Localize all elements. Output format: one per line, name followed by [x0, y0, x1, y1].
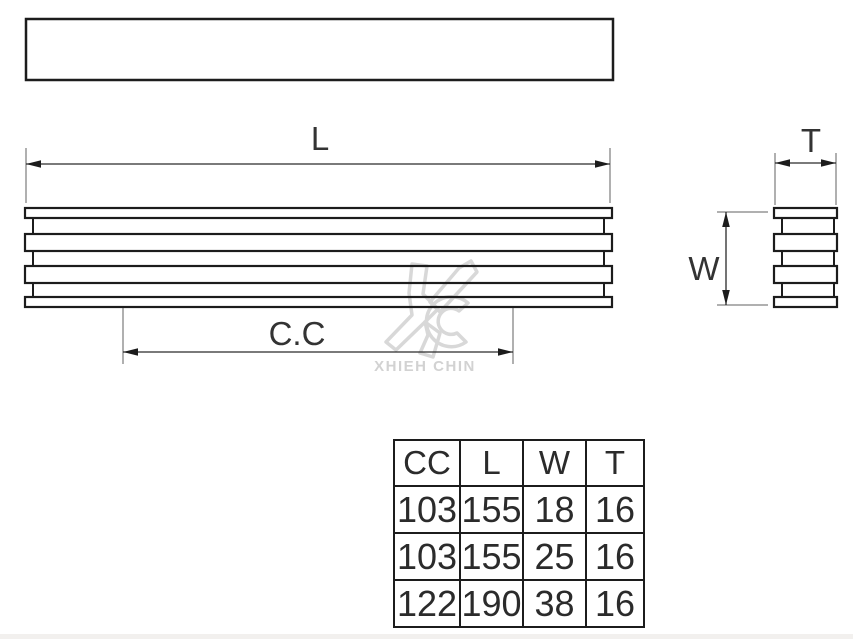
thickness-label: T [801, 122, 821, 159]
width-dimension: W [688, 211, 768, 306]
cell-l: 155 [459, 532, 524, 581]
cell-cc: 103 [393, 485, 461, 534]
cell-l: 190 [459, 579, 524, 628]
cell-l: 155 [459, 485, 524, 534]
cell-t: 16 [585, 532, 645, 581]
spec-table-row: 103 155 18 16 [393, 485, 645, 534]
col-header-cc: CC [393, 439, 461, 487]
spec-table: CC L W T 103 155 18 16 103 155 25 16 122… [393, 439, 645, 628]
end-view [772, 206, 839, 309]
col-header-w: W [522, 439, 587, 487]
cell-w: 18 [522, 485, 587, 534]
cell-t: 16 [585, 485, 645, 534]
cell-t: 16 [585, 579, 645, 628]
page-edge-shadow [0, 634, 853, 639]
spec-table-header-row: CC L W T [393, 439, 645, 487]
length-dimension: L [25, 120, 611, 203]
col-header-t: T [585, 439, 645, 487]
cell-w: 38 [522, 579, 587, 628]
cell-w: 25 [522, 532, 587, 581]
cell-cc: 122 [393, 579, 461, 628]
center-to-center-dimension: C.C [122, 308, 514, 364]
center-to-center-label: C.C [269, 315, 326, 352]
side-view [23, 206, 614, 309]
front-view [24, 17, 615, 82]
brand-watermark-text: XHIEH CHIN [374, 358, 476, 375]
spec-table-row: 122 190 38 16 [393, 579, 645, 628]
brand-logo-watermark-icon [384, 259, 479, 359]
thickness-dimension: T [774, 122, 837, 205]
width-label: W [688, 250, 720, 287]
spec-table-row: 103 155 25 16 [393, 532, 645, 581]
cell-cc: 103 [393, 532, 461, 581]
col-header-l: L [459, 439, 524, 487]
length-label: L [311, 120, 329, 157]
